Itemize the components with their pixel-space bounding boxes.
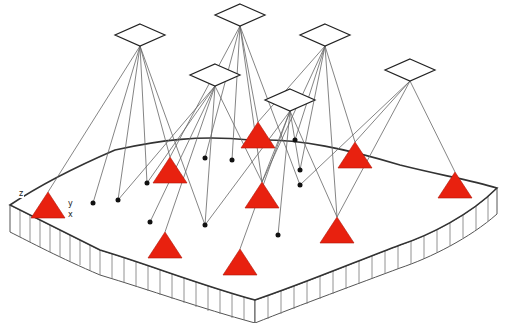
terrain-surface: [10, 138, 497, 300]
axis-label: z: [18, 189, 24, 198]
axis-label: x: [67, 210, 74, 219]
projection-rays: [48, 26, 455, 249]
control-points: [31, 122, 472, 275]
axis-label: y: [67, 199, 74, 208]
camera-stations: [115, 4, 435, 111]
tie-points: [91, 138, 303, 238]
